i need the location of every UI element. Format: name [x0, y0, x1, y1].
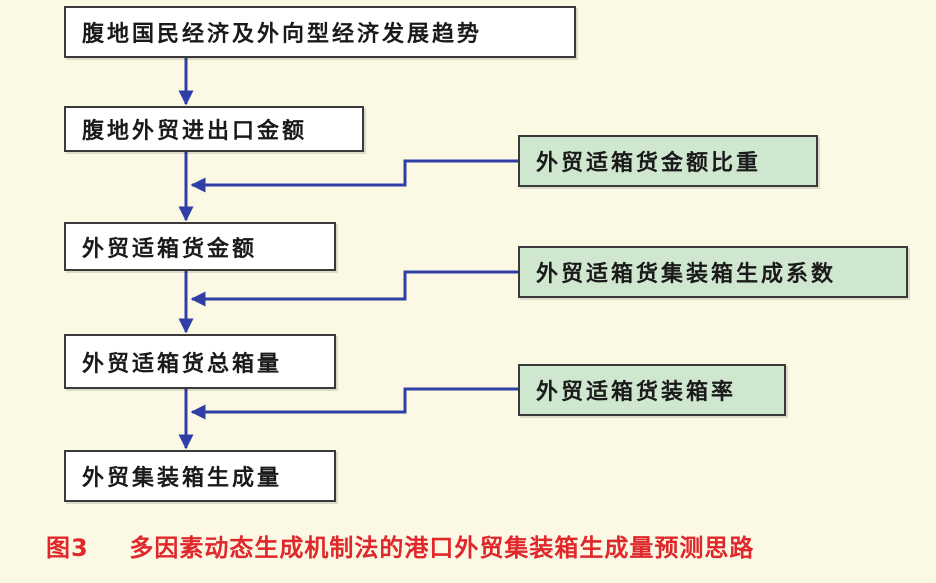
connector-factor1 [190, 159, 518, 193]
factor-value-share: 外贸适箱货金额比重 [518, 135, 818, 187]
step-containerizable-cargo-value: 外贸适箱货金额 [64, 222, 336, 271]
step-containerizable-cargo-teu: 外贸适箱货总箱量 [64, 334, 336, 389]
step-hinterland-trade-value: 腹地外贸进出口金额 [64, 106, 364, 152]
figure-caption-text: 多因素动态生成机制法的港口外贸集装箱生成量预测思路 [129, 534, 755, 562]
figure-caption-label: 图3 [46, 534, 89, 562]
factor-container-coefficient: 外贸适箱货集装箱生成系数 [518, 246, 908, 298]
step-container-generation: 外贸集装箱生成量 [64, 450, 336, 502]
factor-containerization-rate: 外贸适箱货装箱率 [518, 364, 786, 416]
connector-factor3 [190, 387, 518, 420]
figure-caption: 图3 多因素动态生成机制法的港口外贸集装箱生成量预测思路 [46, 528, 926, 563]
step-national-economy-trend: 腹地国民经济及外向型经济发展趋势 [64, 6, 576, 58]
connector-factor2 [190, 270, 518, 307]
